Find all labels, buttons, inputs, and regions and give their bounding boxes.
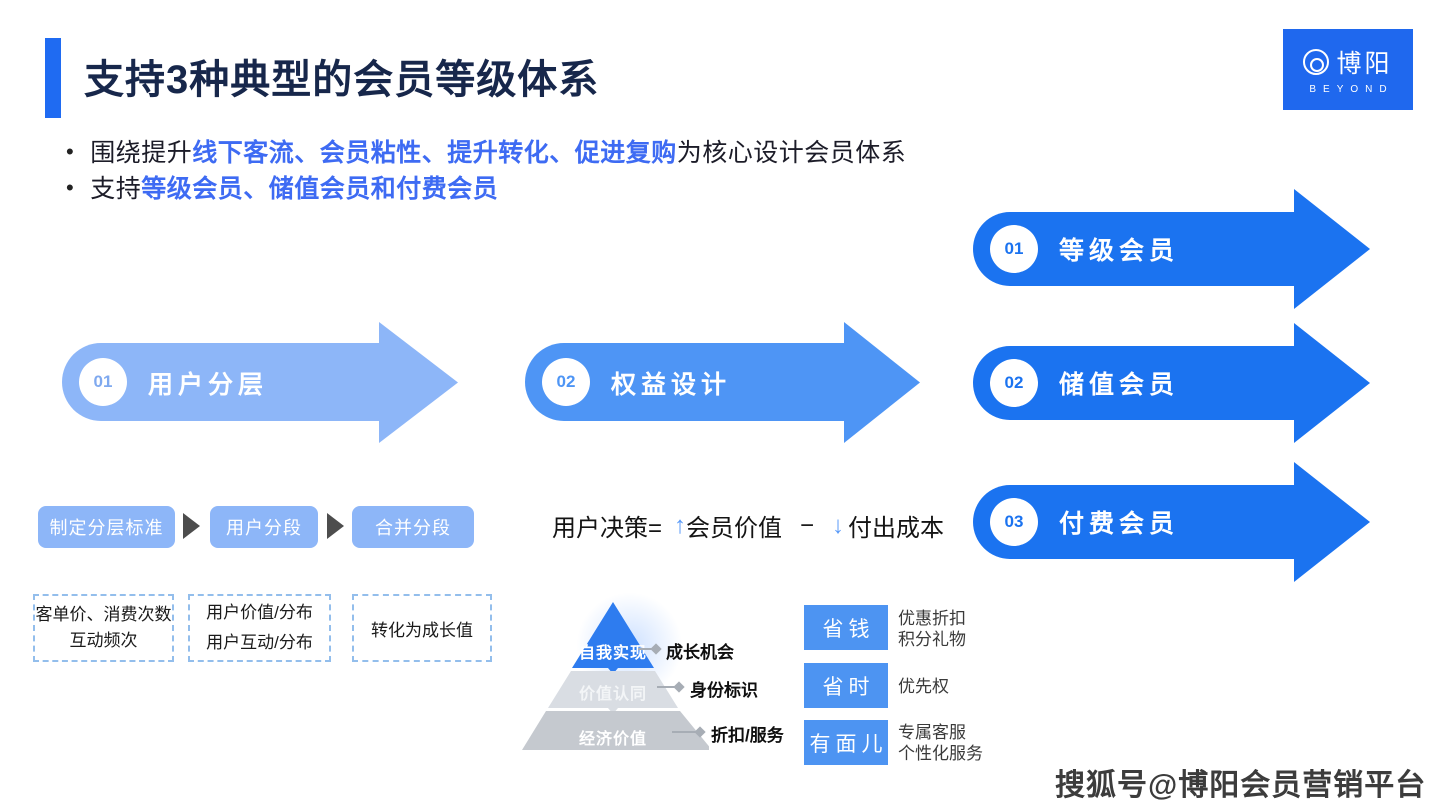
bullet1-post: 为核心设计会员体系 — [676, 139, 907, 167]
value-desc-save-money: 优惠折扣 积分礼物 — [898, 608, 966, 650]
note-line: 互动频次 — [69, 631, 138, 650]
value-tag-save-money: 省钱 — [804, 605, 888, 650]
note-line: 用户价值/分布 — [206, 603, 313, 622]
member-number-badge: 03 — [990, 498, 1038, 546]
flow-arrow-benefit-design: 02 权益设计 — [525, 322, 920, 443]
formula-gain: 会员价值 — [686, 515, 783, 542]
brand-name: 博阳 — [1336, 50, 1393, 78]
pyramid-benefit-growth: 成长机会 — [666, 643, 734, 662]
bullet2-pre: 支持 — [90, 175, 142, 203]
pyramid-label-economic-value: 经济价值 — [578, 731, 647, 748]
bullet-point-2: • 支持等级会员、储值会员和付费会员 — [66, 173, 498, 204]
step-separator-icon — [327, 513, 344, 539]
note-line: 转化为成长值 — [371, 620, 473, 640]
value-desc-save-time: 优先权 — [898, 676, 949, 697]
member-number-badge: 01 — [990, 225, 1038, 273]
pyramid-connector — [657, 686, 677, 688]
desc-line: 优先权 — [898, 677, 949, 696]
step-label: 权益设计 — [611, 370, 732, 399]
criteria-note-2: 用户价值/分布 用户互动/分布 — [188, 594, 331, 662]
desc-line: 个性化服务 — [898, 744, 983, 763]
member-arrow-tiered: 01 等级会员 — [973, 189, 1370, 309]
step-number-badge: 01 — [79, 358, 127, 406]
page-title: 支持3种典型的会员等级体系 — [84, 58, 600, 102]
desc-line: 优惠折扣 — [898, 609, 966, 628]
title-accent-bar — [45, 38, 61, 118]
flow-arrow-user-segmentation: 01 用户分层 — [62, 322, 458, 443]
criteria-note-3: 转化为成长值 — [352, 594, 492, 662]
value-desc-prestige: 专属客服 个性化服务 — [898, 722, 983, 764]
arrow-head-icon — [379, 322, 458, 443]
pyramid-label-self-actualization: 自我实现 — [578, 645, 647, 662]
desc-line: 专属客服 — [898, 723, 966, 742]
pyramid-benefit-discount: 折扣/服务 — [711, 726, 784, 745]
pyramid-connector — [672, 731, 698, 733]
watermark-text: 搜狐号@博阳会员营销平台 — [1055, 769, 1427, 802]
bullet2-highlight: 等级会员、储值会员和付费会员 — [141, 175, 499, 203]
value-pyramid: 自我实现 价值认同 经济价值 — [517, 588, 709, 752]
brand-subtitle: BEYOND — [1309, 84, 1394, 95]
arrow-head-icon — [1294, 462, 1370, 582]
bullet-icon: • — [66, 175, 75, 200]
pyramid-label-value-identity: 价值认同 — [578, 686, 647, 703]
criteria-note-1: 客单价、消费次数 互动频次 — [33, 594, 174, 662]
brand-mark-icon — [1303, 49, 1330, 75]
pyramid-bottom-layer — [522, 711, 709, 750]
member-type-label: 付费会员 — [1059, 510, 1180, 538]
arrow-head-icon — [1294, 323, 1370, 443]
member-arrow-paid: 03 付费会员 — [973, 462, 1370, 582]
down-arrow-icon: ↓ — [832, 511, 845, 539]
pyramid-connector — [638, 648, 654, 650]
step-label: 用户分层 — [148, 370, 269, 399]
brand-logo-row: 博阳 — [1303, 44, 1392, 80]
pyramid-middle-layer — [548, 671, 678, 714]
member-type-label: 储值会员 — [1059, 371, 1180, 399]
step-separator-icon — [183, 513, 200, 539]
note-line: 用户互动/分布 — [206, 633, 313, 652]
segmentation-step-2: 用户分段 — [210, 506, 318, 548]
minus-sign: − — [800, 511, 815, 539]
brand-logo: 博阳 BEYOND — [1283, 29, 1413, 110]
segmentation-step-1: 制定分层标准 — [38, 506, 175, 548]
formula-lhs: 用户决策= — [552, 515, 663, 542]
note-line: 客单价、消费次数 — [35, 605, 172, 624]
member-type-label: 等级会员 — [1059, 237, 1180, 265]
value-tag-save-time: 省时 — [804, 663, 888, 708]
value-tag-prestige: 有面儿 — [804, 720, 888, 765]
arrow-head-icon — [1294, 189, 1370, 309]
bullet-icon: • — [66, 139, 75, 164]
member-number-badge: 02 — [990, 359, 1038, 407]
bullet1-pre: 围绕提升 — [90, 139, 193, 167]
pyramid-benefit-identity: 身份标识 — [690, 681, 758, 700]
step-number-badge: 02 — [542, 358, 590, 406]
up-arrow-icon: ↑ — [674, 511, 687, 539]
user-decision-formula: 用户决策= ↑ 会员价值 − ↓ 付出成本 — [552, 508, 944, 543]
member-arrow-stored-value: 02 储值会员 — [973, 323, 1370, 443]
bullet-point-1: • 围绕提升线下客流、会员粘性、提升转化、促进复购为核心设计会员体系 — [66, 137, 906, 168]
arrow-head-icon — [844, 322, 920, 443]
bullet1-highlight: 线下客流、会员粘性、提升转化、促进复购 — [192, 139, 677, 167]
desc-line: 积分礼物 — [898, 630, 966, 649]
segmentation-step-3: 合并分段 — [352, 506, 474, 548]
formula-cost: 付出成本 — [848, 515, 945, 542]
